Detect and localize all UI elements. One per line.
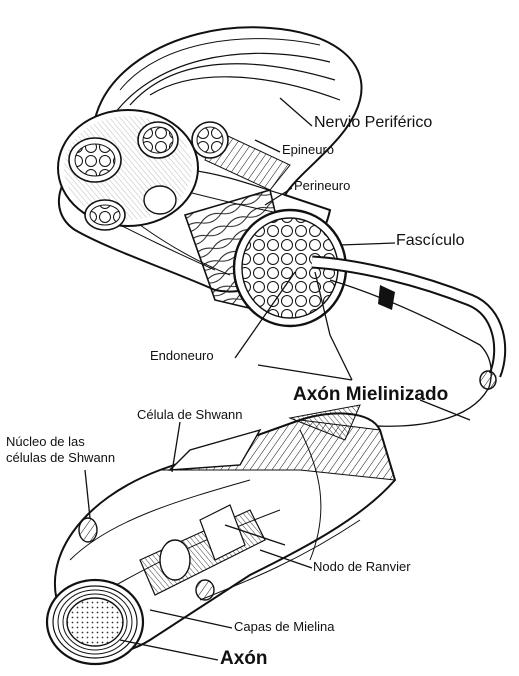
axon-cut-end: [47, 580, 143, 664]
label-perineuro: Perineuro: [294, 179, 350, 194]
label-celula-shwann: Célula de Shwann: [137, 408, 243, 423]
label-fasciculo: Fascículo: [396, 232, 464, 250]
label-capas-mielina: Capas de Mielina: [234, 620, 334, 635]
label-nucleo-line2: células de Shwann: [6, 451, 115, 466]
label-nervio-periferico: Nervio Periférico: [314, 114, 432, 132]
label-endoneuro: Endoneuro: [150, 349, 214, 364]
peripheral-nerve-trunk: [58, 27, 500, 426]
label-nodo-ranvier: Nodo de Ranvier: [313, 560, 411, 575]
label-epineuro: Epineuro: [282, 143, 334, 158]
label-axon-mielinizado: Axón Mielinizado: [293, 384, 448, 406]
label-axon: Axón: [220, 648, 268, 670]
label-nucleo-line1: Núcleo de las: [6, 435, 85, 450]
